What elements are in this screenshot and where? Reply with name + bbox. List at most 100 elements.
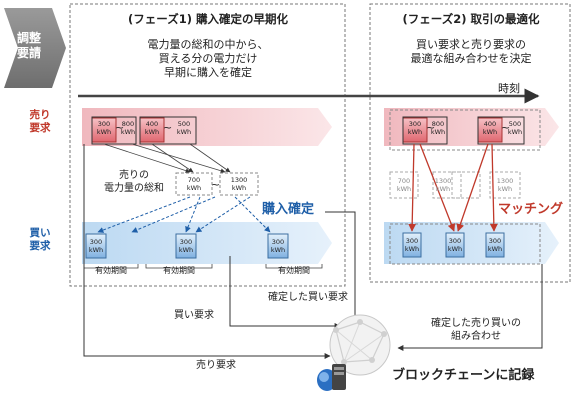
p2-buy-box-3-unit: kWh [487,245,503,254]
sell-request-arrow [83,144,331,359]
match-arrow-4 [489,143,498,232]
validity-label-2: 有効期間 [163,266,195,275]
p2-buy-box-3-label: 300 kWh [486,237,504,253]
sell-range-2-label: 500 kWh [174,120,194,136]
buy-box-1-unit: kWh [88,246,104,255]
sell-box-1 [91,117,117,143]
adjustment-request-chevron [4,8,66,88]
p2-buy-box-1-label: 300 kWh [403,237,421,253]
p2-sell-tilde-1: ~ [426,121,436,134]
purchase-confirm-arrow [325,211,358,327]
p2-sell-box-1-label: 300 kWh [403,120,427,136]
p2-buy-box-1 [402,232,422,258]
sum-box-1-value: 700 [187,176,201,184]
adjustment-request-line2: 要請 [16,46,41,60]
p2-buy-box-1-value: 300 [405,237,419,245]
adjustment-request-line1: 調整 [16,31,41,45]
sell-row-line1: 売り [29,109,51,121]
sell-box-2-value: 400 [145,120,159,128]
p2-ghost-4-unit: kWh [497,185,513,194]
p2-buy-box-3 [485,232,505,258]
p2-buy-box-2-value: 300 [448,237,462,245]
sell-box-2-unit: kWh [144,128,160,137]
buy-request-arrow [229,256,341,329]
phase2-buy-dashed [389,223,541,265]
buy-band-phase2 [384,222,559,264]
p2-ghost-4-value: 1300 [496,177,514,185]
sell-box-1-value: 300 [97,120,111,128]
sum-label-line2: 電力量の総和 [104,182,164,194]
p2-sell-range-2-unit: kWh [507,128,523,137]
p2-sell-box-2 [477,117,503,143]
sell-box-1-label: 300 kWh [92,120,116,136]
p2-ghost-4 [489,171,521,199]
p2-sell-box-2-unit: kWh [482,128,498,137]
sum-arrow-2 [131,143,226,174]
timeline-label: 時刻 [498,82,520,95]
buy-box-3 [267,233,289,259]
phase1-frame [69,3,346,287]
buy-box-2-value: 300 [179,238,193,246]
sum-box-2-value: 1300 [230,176,248,184]
phase1-title: (フェーズ1) 購入確定の早期化 [128,12,288,26]
confirmed-pair-line2: 組み合わせ [451,330,501,342]
buy-box-3-unit: kWh [270,246,286,255]
p2-buy-box-2-unit: kWh [447,245,463,254]
sell-row-line2: 要求 [29,122,51,135]
buy-row-label: 買い 要求 [22,227,58,253]
sell-request-label: 売り要求 [196,360,236,371]
p2-ghost-2-value: 1300 [434,177,452,185]
matching-label: マッチング [498,202,564,217]
confirmed-buy-label: 確定した買い要求 [268,292,348,303]
sell-range-2-unit: kWh [176,128,192,137]
phase1-desc-line3: 早期に購入を確定 [164,65,252,79]
adjustment-request-label: 調整 要請 [6,31,52,61]
buy-row-line1: 買い [29,227,51,239]
buy-box-1 [85,233,107,259]
p2-sell-range-1-unit: kWh [430,128,446,137]
sell-box-2-label: 400 kWh [140,120,164,136]
phase2-frame [369,3,571,283]
confirmed-pair-label: 確定した売り買いの 組み合わせ [416,318,536,343]
purchase-confirm-label: 購入確定 [262,202,315,219]
sell-tilde-2: ~ [163,121,173,134]
phase2-title: (フェーズ2) 取引の最適化 [402,12,540,26]
p2-sell-range-1-value: 800 [431,120,445,128]
buy-arrow-4 [234,196,271,233]
p2-buy-box-2-label: 300 kWh [446,237,464,253]
sum-label: 売りの 電力量の総和 [96,170,172,195]
match-arrow-2 [419,143,456,232]
sell-range-1-value: 800 [121,120,135,128]
p2-sell-range-2-label: 500 kWh [506,120,524,136]
p2-ghost-4-label: 1300 kWh [490,177,520,193]
sell-range-1-unit: kWh [120,128,136,137]
p2-ghost-1-unit: kWh [396,185,412,194]
sell-range-2-value: 500 [177,120,191,128]
buy-box-1-value: 300 [89,238,103,246]
p2-ghost-3 [451,171,481,199]
sum-tilde: ~ [211,178,221,191]
buy-arrow-1 [97,196,191,233]
p2-buy-box-3-value: 300 [488,237,502,245]
sum-label-line1: 売りの [119,170,149,181]
phase1-description: 電力量の総和の中から、 買える分の電力だけ 早期に購入を確定 [72,38,344,79]
p2-sell-box-1-unit: kWh [407,128,423,137]
p2-sell-range-1 [402,116,448,145]
p2-buy-box-1-unit: kWh [404,245,420,254]
sell-tilde-1: ~ [115,121,125,134]
sell-range-1 [91,116,137,145]
p2-ghost-2-unit: kWh [435,185,451,194]
p2-sell-box-1-value: 300 [408,120,422,128]
sum-box-2 [219,172,259,196]
sum-box-2-label: 1300 kWh [220,176,258,192]
validity-bracket-2 [145,264,213,269]
phase1-desc-line2: 買える分の電力だけ [158,51,258,65]
p2-buy-box-2 [445,232,465,258]
phase2-sell-dashed [389,109,541,151]
blockchain-globe-icon [329,314,391,376]
buy-box-2-unit: kWh [178,246,194,255]
p2-sell-box-2-label: 400 kWh [478,120,502,136]
match-arrow-1 [408,143,417,232]
p2-sell-box-2-value: 400 [483,120,497,128]
